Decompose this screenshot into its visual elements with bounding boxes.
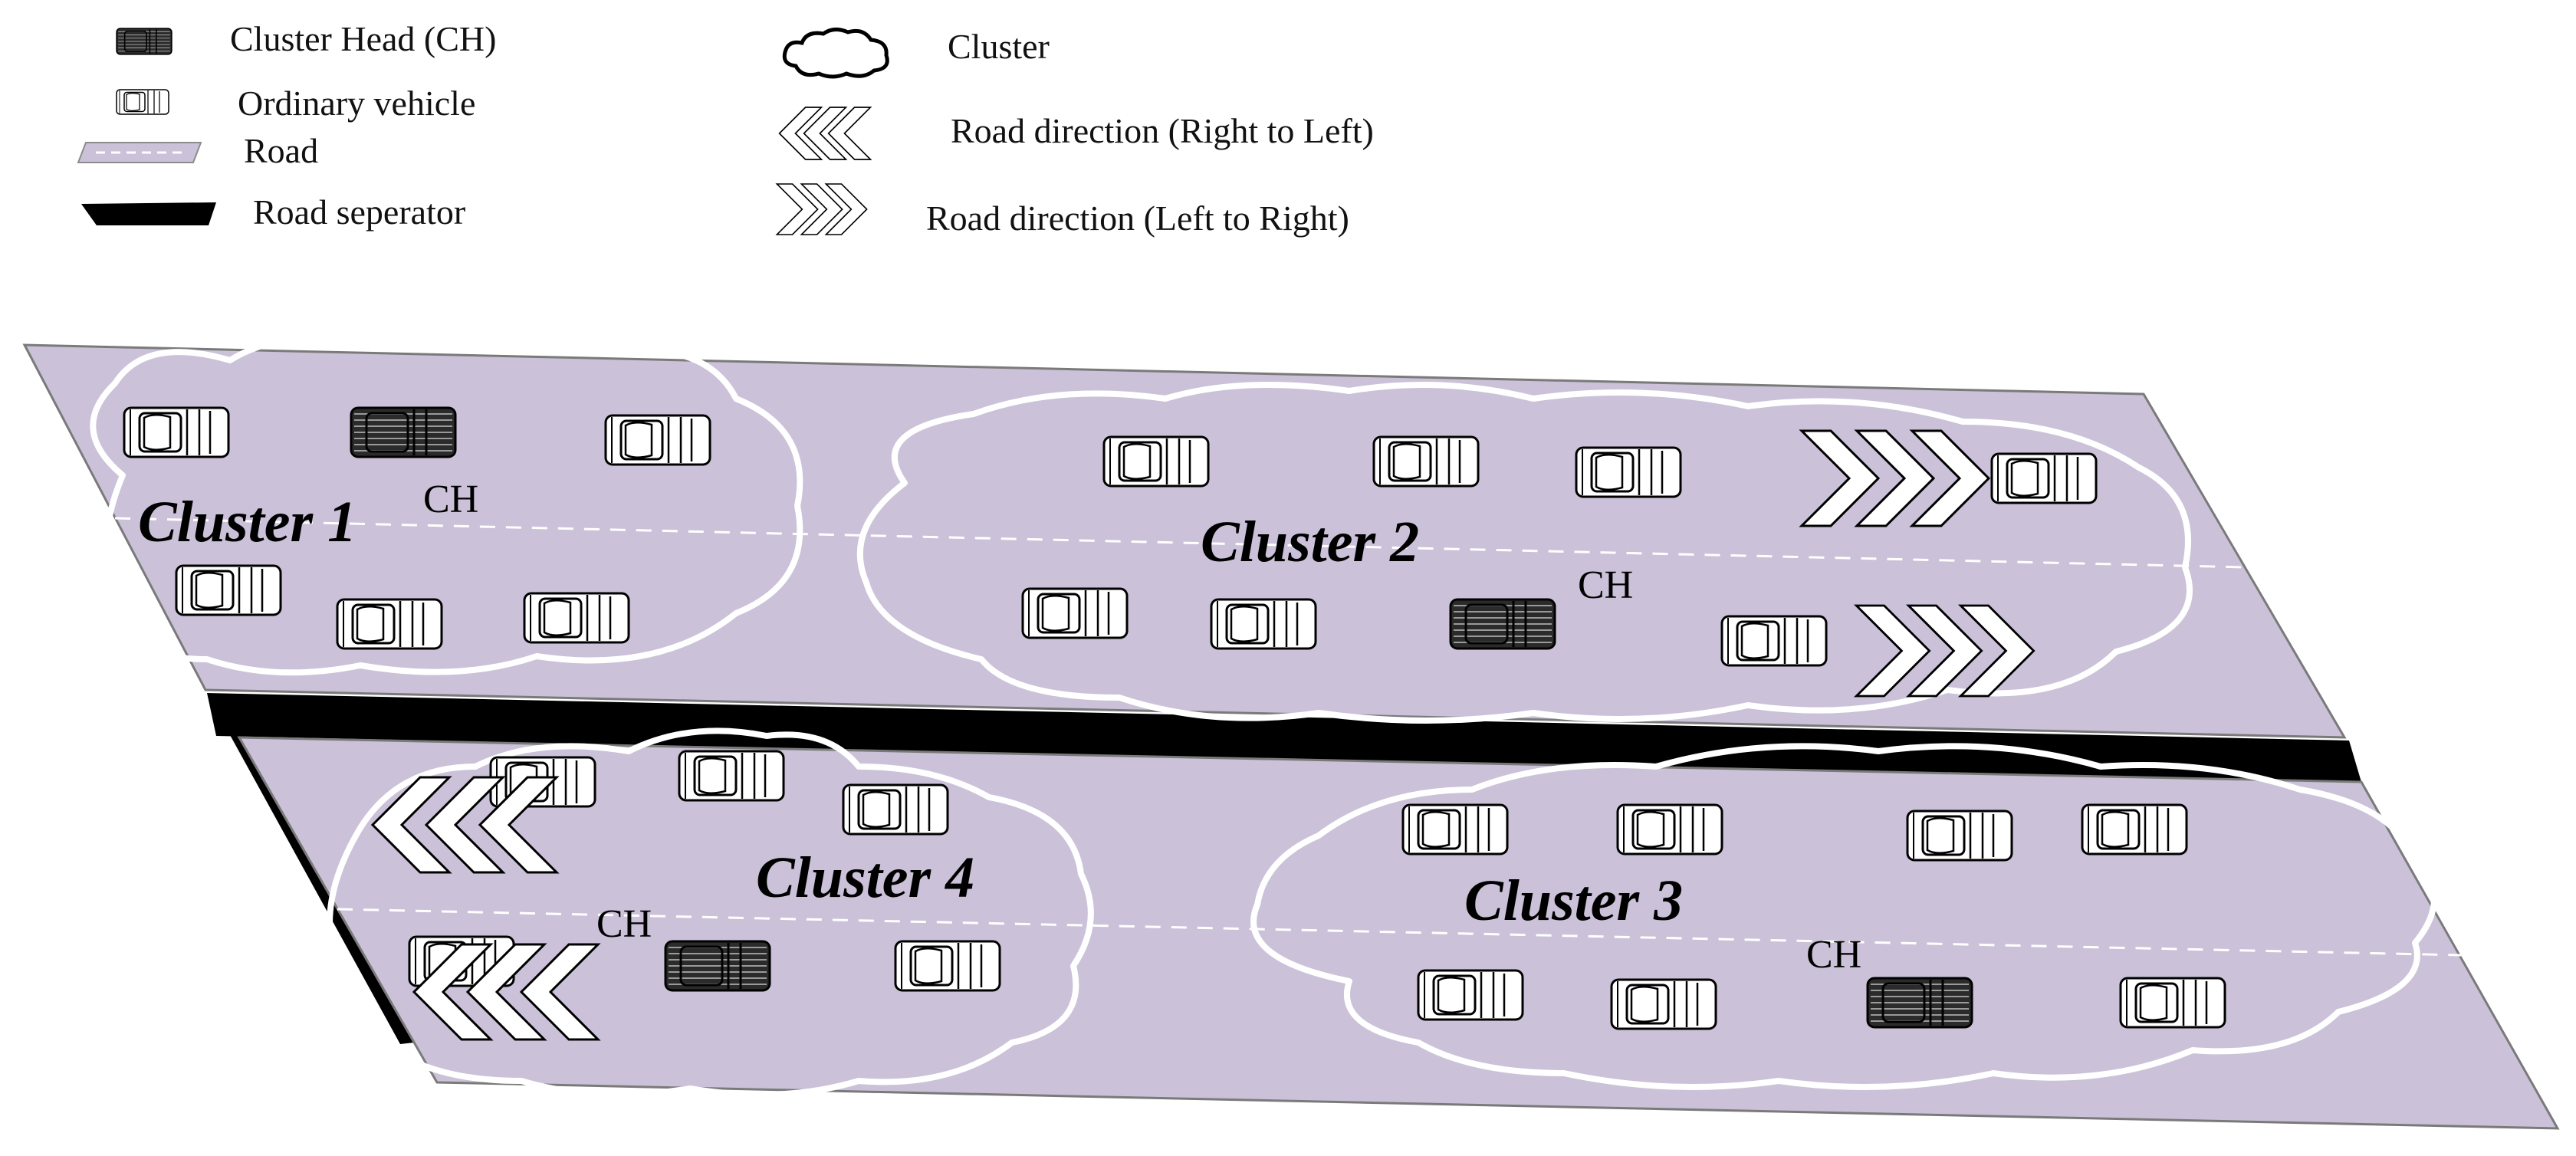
- ordinary-vehicle-icon: [842, 783, 949, 836]
- legend-direction-ltr: Road direction (Left to Right): [776, 183, 1349, 238]
- ordinary-vehicle-icon: [2081, 803, 2188, 856]
- cluster-4-cloud: [327, 727, 1094, 1098]
- ordinary-vehicle-icon: [604, 414, 711, 466]
- ordinary-vehicle-icon: [2119, 977, 2226, 1029]
- ordinary-vehicle-icon: [523, 592, 630, 644]
- ordinary-vehicle-icon: [1610, 978, 1717, 1030]
- ordinary-vehicle-icon: [1990, 452, 2098, 504]
- ordinary-vehicle-icon: [1417, 969, 1524, 1021]
- road-separator: [207, 693, 2361, 1044]
- legend-direction-rtl: Road direction (Right to Left): [778, 107, 1374, 160]
- cluster-3-cloud: [1250, 743, 2437, 1090]
- legend-road-separator: Road seperator: [81, 192, 465, 232]
- cluster-2-cloud: [856, 382, 2193, 724]
- ordinary-vehicle-icon: [1372, 435, 1480, 488]
- ordinary-vehicle-icon: [1021, 587, 1129, 639]
- legend-road-label: Road: [244, 131, 318, 170]
- cluster-1-cloud: [90, 333, 803, 676]
- cluster-1-ch-label: CH: [423, 478, 478, 521]
- cluster-head-vehicle-icon: [116, 28, 172, 55]
- ordinary-vehicle-icon: [175, 564, 282, 616]
- legend-cluster-label: Cluster: [948, 27, 1050, 66]
- ordinary-vehicle-icon: [678, 750, 785, 802]
- legend-road-separator-label: Road seperator: [253, 192, 465, 232]
- ordinary-vehicle-icon: [336, 598, 443, 650]
- road-swatch-icon: [77, 142, 202, 163]
- ordinary-vehicle-icon: [1720, 615, 1828, 667]
- cluster-2-label: Cluster 2: [1201, 510, 1419, 574]
- ordinary-vehicle-icon: [894, 940, 1001, 992]
- legend-direction-rtl-label: Road direction (Right to Left): [951, 111, 1374, 150]
- ordinary-vehicle-icon: [116, 89, 169, 115]
- ordinary-vehicle-icon: [1102, 435, 1210, 488]
- legend: Cluster Head (CH) Ordinary vehicle Road …: [77, 19, 1374, 238]
- cluster-4-ch-label: CH: [596, 902, 652, 946]
- legend-cluster-head-label: Cluster Head (CH): [230, 19, 496, 58]
- cluster-4-label: Cluster 4: [756, 846, 974, 910]
- cluster-3-ch-label: CH: [1806, 933, 1861, 977]
- ordinary-vehicle-icon: [1210, 598, 1317, 650]
- legend-road: Road: [77, 131, 318, 170]
- ordinary-vehicle-icon: [1401, 803, 1509, 856]
- road-separator-swatch-icon: [81, 202, 216, 225]
- cluster-head-vehicle-icon: [1866, 977, 1973, 1029]
- legend-cluster-head: Cluster Head (CH): [116, 19, 496, 58]
- legend-direction-ltr-label: Road direction (Left to Right): [926, 199, 1349, 238]
- ordinary-vehicle-icon: [1616, 803, 1723, 856]
- cloud-icon: [784, 29, 887, 77]
- ordinary-vehicle-icon: [1906, 810, 2013, 862]
- cluster-head-vehicle-icon: [350, 406, 457, 458]
- ordinary-vehicle-icon: [1575, 446, 1682, 498]
- legend-ordinary-vehicle: Ordinary vehicle: [116, 84, 475, 123]
- ordinary-vehicle-icon: [123, 406, 230, 458]
- legend-ordinary-vehicle-label: Ordinary vehicle: [238, 84, 475, 123]
- cluster-1-label: Cluster 1: [138, 490, 356, 554]
- legend-cluster: Cluster: [784, 27, 1050, 77]
- cluster-3-label: Cluster 3: [1464, 869, 1683, 933]
- cluster-head-vehicle-icon: [664, 940, 771, 992]
- cluster-head-vehicle-icon: [1449, 598, 1556, 650]
- cluster-2-ch-label: CH: [1578, 563, 1633, 607]
